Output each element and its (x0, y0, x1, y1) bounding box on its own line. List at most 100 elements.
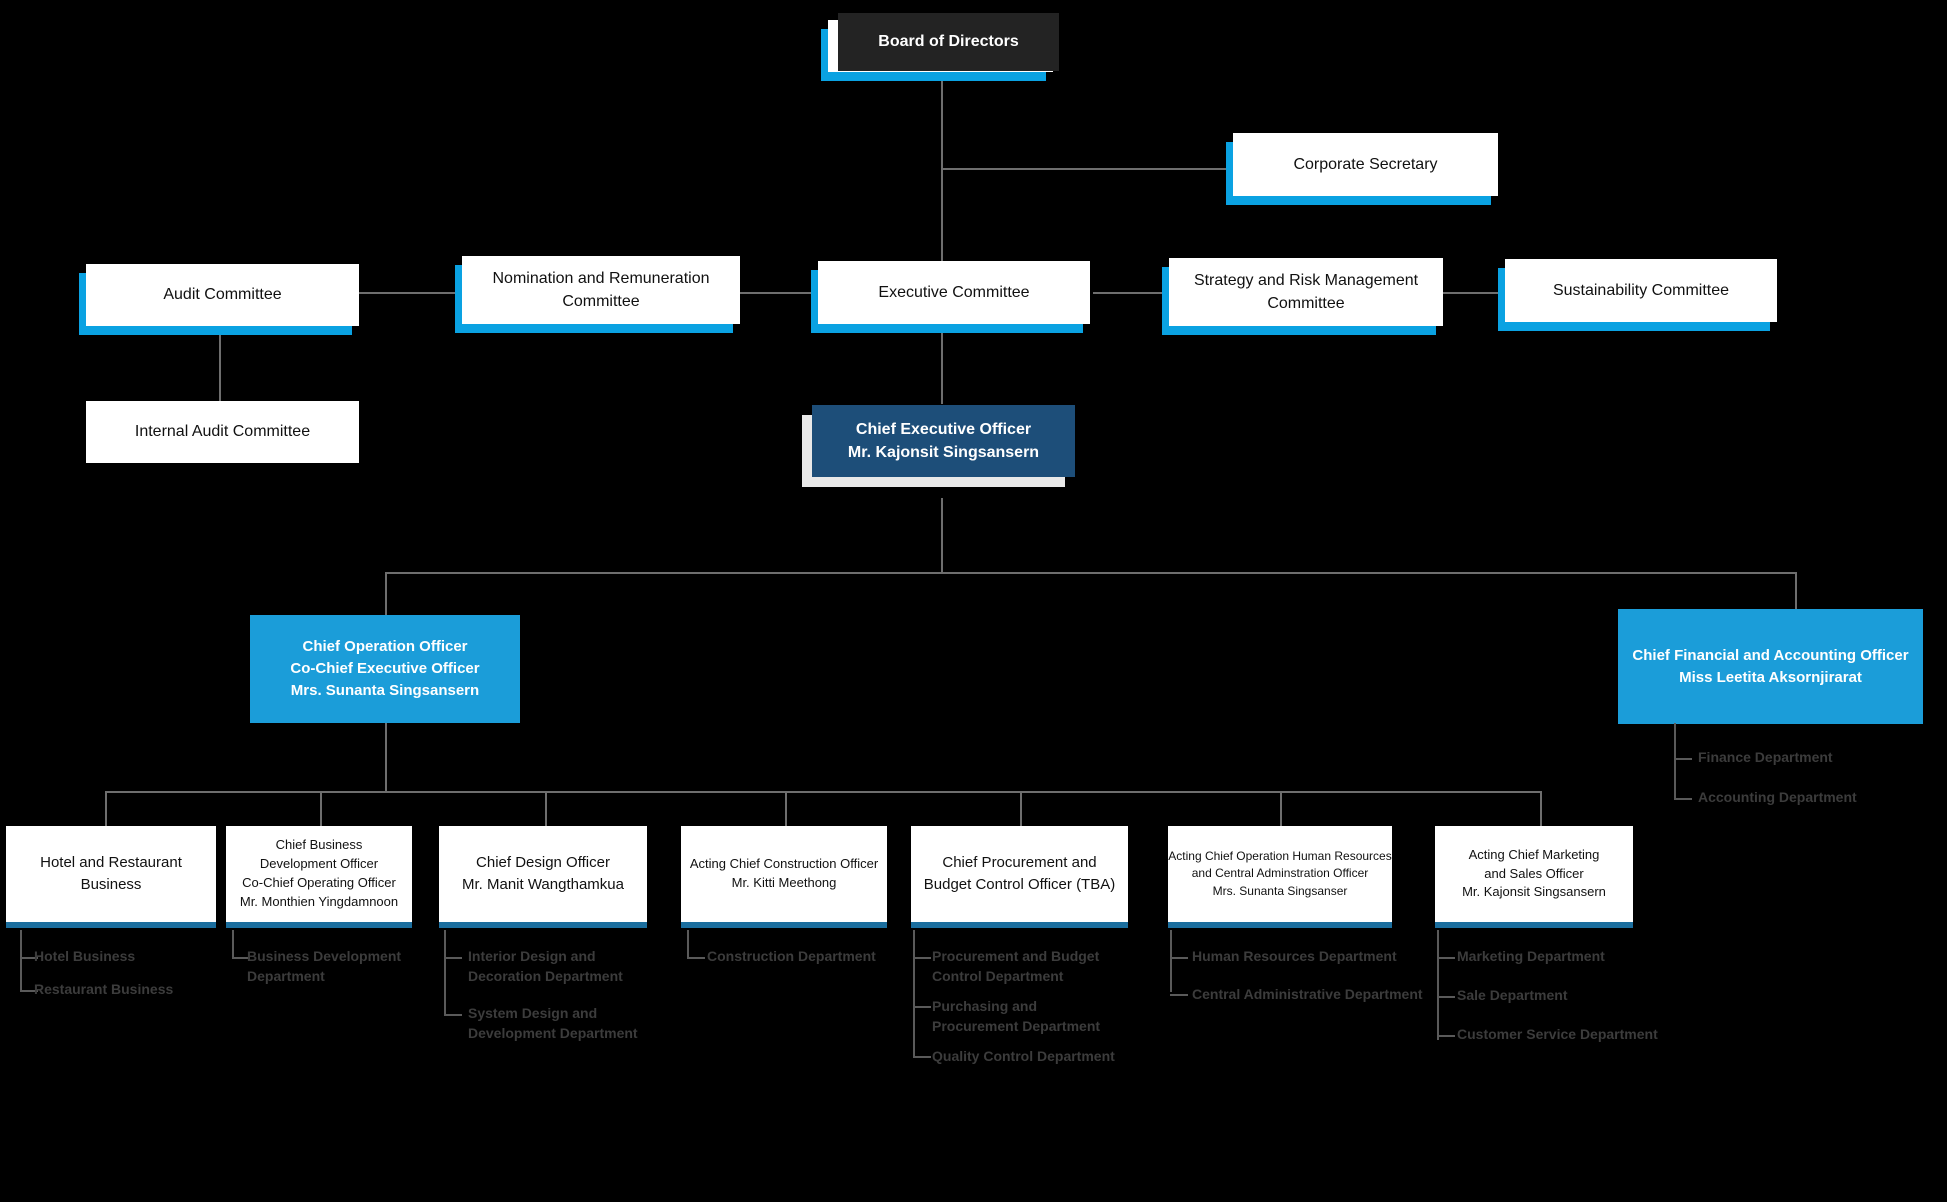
dept-marketing-1[interactable]: Marketing Department (1457, 948, 1605, 964)
board-of-directors-tooltip-label: Board of Directors (878, 33, 1019, 50)
connector-nomination-to-exec (735, 292, 815, 294)
dept-marketing-3[interactable]: Customer Service Department (1457, 1026, 1658, 1042)
node-busdev-line2: Development Officer (259, 856, 379, 872)
connector-department-bus (105, 791, 1540, 793)
dept-hr-1[interactable]: Human Resources Department (1192, 948, 1397, 964)
node-chief-executive-officer[interactable]: Chief Executive Officer Mr. Kajonsit Sin… (812, 405, 1075, 477)
dept-tick-marketing-1 (1437, 957, 1455, 959)
node-busdev-line3: Co-Chief Operating Officer (242, 875, 396, 890)
node-corporate-secretary-label: Corporate Secretary (1293, 155, 1438, 173)
dept-busdev-1[interactable]: Business Development Department (247, 948, 402, 985)
node-strategy-risk-committee[interactable]: Strategy and Risk Management Committee (1169, 258, 1443, 326)
node-sustainability-committee-label: Sustainability Committee (1552, 281, 1730, 299)
connector-bus-to-coo (385, 572, 387, 617)
dept-hr-2[interactable]: Central Administrative Department (1192, 986, 1423, 1002)
dept-tick-cfo-1 (1674, 758, 1692, 760)
node-procurement-line1: Chief Procurement and (942, 854, 1097, 872)
dept-rail-busdev (232, 930, 234, 958)
dept-construction-1[interactable]: Construction Department (707, 948, 876, 964)
dept-tick-cfo-2 (1674, 798, 1692, 800)
node-internal-audit-committee[interactable]: Internal Audit Committee (86, 401, 359, 463)
node-chief-procurement-budget-officer[interactable]: Chief Procurement and Budget Control Off… (911, 826, 1128, 928)
node-acting-chief-hr-admin-officer[interactable]: Acting Chief Operation Human Resources a… (1168, 826, 1392, 928)
dept-tick-marketing-3 (1437, 1035, 1455, 1037)
node-hr-admin-line1: Acting Chief Operation Human Resources (1168, 848, 1392, 863)
dept-tick-design-2 (444, 1014, 462, 1016)
node-coo-line2: Co-Chief Executive Officer (290, 660, 480, 678)
board-of-directors-tooltip: Board of Directors (838, 13, 1059, 71)
connector-bus2-to-design (545, 791, 547, 828)
dept-hotel-2[interactable]: Restaurant Business (34, 981, 174, 997)
node-hotel-restaurant-line1: Hotel and Restaurant (40, 854, 182, 872)
dept-cfo-1[interactable]: Finance Department (1698, 749, 1833, 765)
connector-bus2-to-hr (1280, 791, 1282, 828)
node-busdev-line4: Mr. Monthien Yingdamnoon (239, 893, 399, 909)
node-corporate-secretary[interactable]: Corporate Secretary (1233, 133, 1498, 196)
node-coo-line3: Mrs. Sunanta Singsansern (290, 681, 480, 699)
dept-cfo-2[interactable]: Accounting Department (1698, 789, 1857, 805)
node-audit-committee[interactable]: Audit Committee (86, 264, 359, 326)
dept-tick-procurement-3 (913, 1056, 931, 1058)
node-nomination-committee-line1: Nomination and Remuneration (492, 269, 710, 287)
node-hr-admin-line3: Mrs. Sunanta Singsanser (1212, 883, 1348, 898)
node-hotel-restaurant-business[interactable]: Hotel and Restaurant Business (6, 826, 216, 928)
node-coo-line1: Chief Operation Officer (302, 638, 468, 656)
node-acting-chief-construction-officer[interactable]: Acting Chief Construction Officer Mr. Ki… (681, 826, 887, 928)
node-chief-design-officer[interactable]: Chief Design Officer Mr. Manit Wangthamk… (439, 826, 647, 928)
node-acting-chief-marketing-sales-officer[interactable]: Acting Chief Marketing and Sales Officer… (1435, 826, 1633, 928)
connector-bus2-to-marketing (1540, 791, 1542, 828)
node-chief-financial-accounting-officer[interactable]: Chief Financial and Accounting Officer M… (1618, 609, 1923, 724)
dept-rail-hr (1170, 930, 1172, 992)
node-marketing-line1: Acting Chief Marketing (1468, 846, 1600, 862)
dept-procurement-2[interactable]: Purchasing and Procurement Department (932, 998, 1101, 1035)
node-construction-line1: Acting Chief Construction Officer (689, 856, 879, 872)
dept-rail-design (444, 930, 446, 1016)
node-strategy-risk-committee-line1: Strategy and Risk Management (1193, 271, 1419, 289)
node-sustainability-committee[interactable]: Sustainability Committee (1505, 259, 1777, 322)
node-marketing-line3: Mr. Kajonsit Singsansern (1462, 884, 1606, 900)
dept-hotel-1[interactable]: Hotel Business (34, 948, 136, 964)
dept-marketing-2[interactable]: Sale Department (1457, 987, 1568, 1003)
node-construction-line2: Mr. Kitti Meethong (731, 875, 837, 890)
node-procurement-line2: Budget Control Officer (TBA) (923, 876, 1116, 893)
connector-officer-bus (385, 572, 1797, 574)
node-hotel-restaurant-line2: Business (80, 876, 142, 893)
dept-rail-hotel (20, 930, 22, 992)
node-executive-committee[interactable]: Executive Committee (818, 261, 1090, 324)
node-ceo-line2: Mr. Kajonsit Singsansern (847, 444, 1040, 461)
dept-rail-cfo (1674, 723, 1676, 800)
node-audit-committee-label: Audit Committee (163, 286, 282, 304)
connector-exec-to-ceo (941, 320, 943, 404)
node-nomination-committee-line2: Committee (562, 293, 640, 310)
connector-bus2-to-hotel (105, 791, 107, 828)
node-chief-operation-officer[interactable]: Chief Operation Officer Co-Chief Executi… (250, 615, 520, 723)
node-strategy-risk-committee-line2: Committee (1267, 295, 1345, 312)
node-executive-committee-label: Executive Committee (878, 283, 1030, 301)
node-cfo-line1: Chief Financial and Accounting Officer (1632, 646, 1909, 664)
dept-design-2[interactable]: System Design and Development Department (468, 1005, 638, 1042)
connector-bus2-to-procurement (1020, 791, 1022, 828)
dept-procurement-3[interactable]: Quality Control Department (932, 1048, 1115, 1064)
node-nomination-committee[interactable]: Nomination and Remuneration Committee (462, 256, 740, 324)
dept-design-1[interactable]: Interior Design and Decoration Departmen… (468, 948, 623, 985)
node-hr-admin-line2: and Central Adminstration Officer (1191, 866, 1369, 881)
connector-bus2-to-busdev (320, 791, 322, 828)
connector-ceo-to-bus (941, 498, 943, 573)
connector-bus2-to-construction (785, 791, 787, 828)
connector-bus-to-cfo (1795, 572, 1797, 609)
dept-tick-busdev-1 (232, 957, 250, 959)
dept-tick-hr-1 (1170, 957, 1188, 959)
dept-tick-design-1 (444, 957, 462, 959)
node-chief-business-development-officer[interactable]: Chief Business Development Officer Co-Ch… (226, 826, 412, 928)
node-marketing-line2: and Sales Officer (1484, 865, 1584, 881)
dept-rail-marketing (1437, 930, 1439, 1040)
dept-tick-marketing-2 (1437, 996, 1455, 998)
dept-tick-procurement-1 (913, 957, 931, 959)
connector-to-corporate-secretary (941, 168, 1233, 170)
connector-audit-to-nomination (290, 292, 465, 294)
dept-tick-procurement-2 (913, 1006, 931, 1008)
node-cfo-line2: Miss Leetita Aksornjirarat (1679, 668, 1862, 686)
dept-procurement-1[interactable]: Procurement and Budget Control Departmen… (932, 948, 1100, 985)
node-busdev-line1: Chief Business (275, 837, 363, 853)
